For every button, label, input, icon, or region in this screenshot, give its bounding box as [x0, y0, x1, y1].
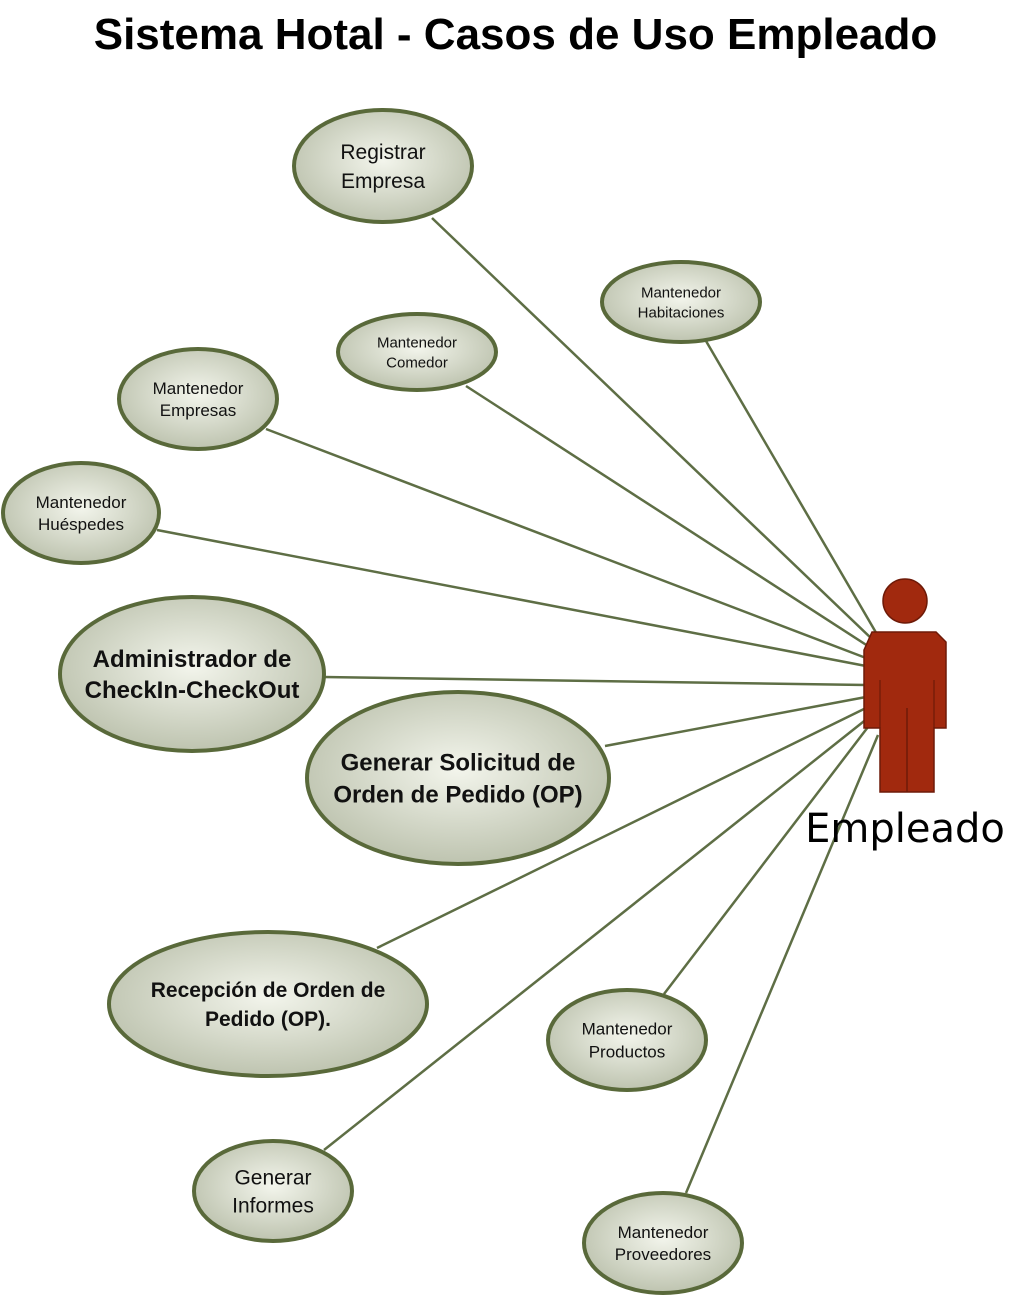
use-case-ellipse — [192, 1139, 354, 1243]
association-line-registrar-empresa — [431, 217, 874, 641]
use-case-ellipse — [1, 461, 161, 565]
use-case-label: Mantenedor — [153, 379, 244, 398]
use-case-label: Mantenedor — [582, 1019, 673, 1038]
use-case-label: Mantenedor — [36, 493, 127, 512]
use-case-label: Registrar — [340, 141, 425, 164]
use-case-label: Generar Solicitud de — [341, 749, 576, 776]
use-case-label: Mantenedor — [377, 334, 457, 351]
use-case-administrador-checkin-checkout: Administrador de CheckIn-CheckOut — [58, 595, 326, 753]
use-case-ellipse — [107, 930, 429, 1078]
use-case-ellipses: RegistrarEmpresaMantenedorHabitacionesMa… — [1, 108, 762, 1295]
use-case-label: Informes — [232, 1194, 314, 1217]
use-case-label: Empresas — [160, 401, 237, 420]
use-case-label: Mantenedor — [641, 284, 721, 301]
use-case-label: Mantenedor — [618, 1223, 709, 1242]
association-lines — [156, 217, 880, 1194]
diagram-title: Sistema Hotal - Casos de Uso Empleado — [93, 10, 938, 59]
use-case-label: CheckIn-CheckOut — [85, 677, 300, 704]
use-case-label: Productos — [589, 1042, 666, 1061]
association-line-mantenedor-habitaciones — [704, 340, 880, 637]
use-case-label: Recepción de Orden de — [151, 979, 386, 1002]
association-line-mantenedor-comedor — [465, 384, 872, 650]
use-case-ellipse — [292, 108, 474, 224]
use-case-ellipse — [546, 988, 708, 1092]
association-line-mantenedor-proveedores — [684, 734, 880, 1194]
use-case-ellipse — [305, 690, 611, 866]
person-actor-icon — [863, 578, 947, 793]
use-case-ellipse — [58, 595, 326, 753]
use-case-label: Orden de Pedido (OP) — [333, 781, 582, 808]
use-case-label: Generar — [234, 1166, 311, 1189]
use-case-label: Habitaciones — [638, 304, 725, 321]
association-line-mantenedor-huespedes — [156, 528, 867, 668]
use-case-ellipse — [600, 260, 762, 344]
use-case-ellipse — [117, 347, 279, 451]
use-case-recepcion-op: Recepción de Orden de Pedido (OP). — [107, 930, 429, 1078]
association-line-generar-informes — [323, 717, 869, 1151]
association-line-mantenedor-empresas — [265, 427, 867, 660]
use-case-generar-solicitud-op: Generar Solicitud de Orden de Pedido (OP) — [305, 690, 611, 866]
use-case-ellipse — [582, 1191, 744, 1295]
use-case-label: Empresa — [341, 170, 425, 193]
actor-empleado: Empleado — [805, 578, 1005, 852]
association-line-recepcion-op — [376, 706, 867, 950]
association-line-generar-solicitud-op — [604, 695, 867, 748]
actor-label: Empleado — [805, 806, 1005, 852]
use-case-label: Pedido (OP). — [205, 1008, 331, 1031]
association-line-administrador-checkin-checkout — [323, 675, 867, 687]
association-line-mantenedor-productos — [663, 726, 869, 995]
use-case-ellipse — [336, 312, 498, 392]
use-case-label: Huéspedes — [38, 515, 124, 534]
use-case-label: Comedor — [386, 354, 448, 371]
use-case-label: Proveedores — [615, 1245, 711, 1264]
use-case-label: Administrador de — [93, 646, 292, 673]
